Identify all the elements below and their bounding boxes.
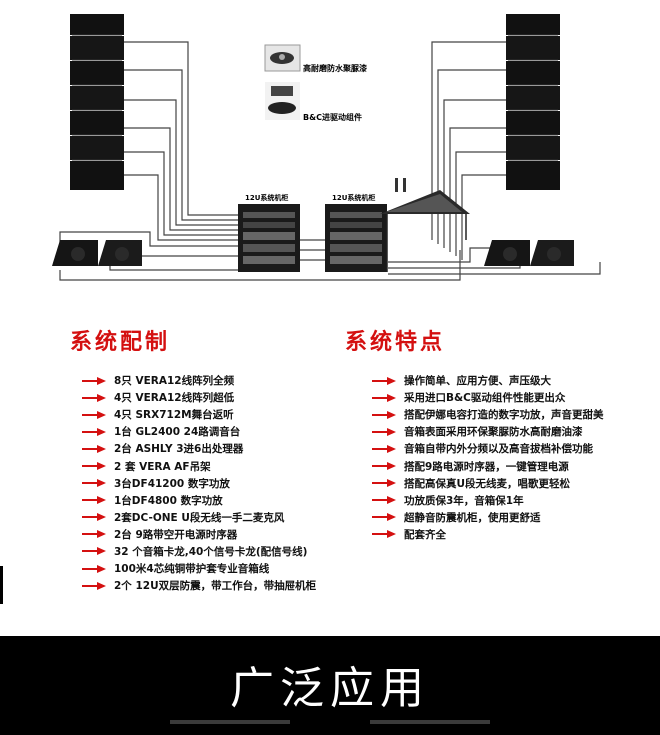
rack-right-label: 12U系统机柜 — [332, 193, 375, 202]
red-arrow-icon — [82, 581, 106, 590]
list-item: 1台DF4800 数字功放 — [82, 492, 316, 509]
list-item: 超静音防震机柜，使用更舒适 — [372, 509, 604, 526]
list-item: 100米4芯纯铜带护套专业音箱线 — [82, 560, 316, 577]
features-heading: 系统特点 — [345, 330, 446, 355]
list-item: 操作简单、应用方便、声压级大 — [372, 372, 604, 389]
edge-marker — [0, 566, 3, 604]
footer-divider-left — [170, 720, 290, 724]
list-item: 配套齐全 — [372, 526, 604, 543]
list-item: 32 个音箱卡龙,40个信号卡龙(配信号线) — [82, 543, 316, 560]
red-arrow-icon — [82, 410, 106, 419]
list-item: 搭配高保真U段无线麦，唱歌更轻松 — [372, 475, 604, 492]
red-arrow-icon — [82, 427, 106, 436]
red-arrow-icon — [372, 513, 396, 522]
rack-left-label: 12U系统机柜 — [245, 193, 288, 202]
signal-lines-left — [59, 41, 461, 281]
stage-monitors-left — [52, 240, 142, 266]
red-arrow-icon — [82, 564, 106, 573]
list-item: 2套DC-ONE U段无线一手二麦克风 — [82, 509, 316, 526]
red-arrow-icon — [372, 427, 396, 436]
list-item: 3台DF41200 数字功放 — [82, 475, 316, 492]
red-arrow-icon — [372, 410, 396, 419]
signal-lines-right — [388, 41, 601, 275]
red-arrow-icon — [82, 376, 106, 385]
list-item: 2台 9路带空开电源时序器 — [82, 526, 316, 543]
red-arrow-icon — [82, 444, 106, 453]
config-heading: 系统配制 — [70, 330, 171, 355]
list-item: 功放质保3年，音箱保1年 — [372, 492, 604, 509]
red-arrow-icon — [82, 513, 106, 522]
red-arrow-icon — [372, 393, 396, 402]
line-array-left — [70, 14, 124, 190]
coating-callout: 高耐磨防水聚脲漆 — [303, 64, 367, 73]
stage-monitors-right — [484, 240, 574, 266]
driver-image — [265, 82, 300, 120]
list-item: 搭配9路电源时序器，一键管理电源 — [372, 457, 604, 474]
footer-banner: 广泛应用 — [0, 636, 660, 735]
coating-image — [264, 44, 301, 72]
red-arrow-icon — [372, 479, 396, 488]
system-diagram: 12U系统机柜 12U系统机柜 — [52, 14, 601, 281]
list-item: 2个 12U双层防震，带工作台，带抽屉机柜 — [82, 577, 316, 594]
driver-callout: B&C进驱动组件 — [303, 113, 362, 122]
list-item: 1台 GL2400 24路调音台 — [82, 423, 316, 440]
mixing-console — [380, 178, 470, 272]
red-arrow-icon — [82, 547, 106, 556]
red-arrow-icon — [372, 376, 396, 385]
red-arrow-icon — [372, 496, 396, 505]
list-item: 2台 ASHLY 3进6出处理器 — [82, 440, 316, 457]
red-arrow-icon — [82, 393, 106, 402]
red-arrow-icon — [82, 530, 106, 539]
red-arrow-icon — [82, 496, 106, 505]
footer-divider-right — [370, 720, 490, 724]
line-array-right — [506, 14, 560, 190]
list-item: 搭配伊娜电容打造的数字功放，声音更甜美 — [372, 406, 604, 423]
rack-cabinet-right — [325, 204, 387, 272]
list-item: 8只 VERA12线阵列全频 — [82, 372, 316, 389]
config-list: 8只 VERA12线阵列全频 4只 VERA12线阵列超低 4只 SRX712M… — [82, 372, 316, 594]
rack-cabinet-left — [238, 204, 300, 272]
list-item: 4只 SRX712M舞台返听 — [82, 406, 316, 423]
list-item: 采用进口B&C驱动组件性能更出众 — [372, 389, 604, 406]
list-item: 音箱表面采用环保聚脲防水高耐磨油漆 — [372, 423, 604, 440]
red-arrow-icon — [372, 530, 396, 539]
red-arrow-icon — [372, 444, 396, 453]
features-list: 操作简单、应用方便、声压级大 采用进口B&C驱动组件性能更出众 搭配伊娜电容打造… — [372, 372, 604, 543]
list-item: 2 套 VERA AF吊架 — [82, 457, 316, 474]
red-arrow-icon — [372, 462, 396, 471]
footer-title: 广泛应用 — [230, 663, 430, 714]
red-arrow-icon — [82, 462, 106, 471]
list-item: 4只 VERA12线阵列超低 — [82, 389, 316, 406]
list-item: 音箱自带内外分频以及高音拔档补偿功能 — [372, 440, 604, 457]
red-arrow-icon — [82, 479, 106, 488]
